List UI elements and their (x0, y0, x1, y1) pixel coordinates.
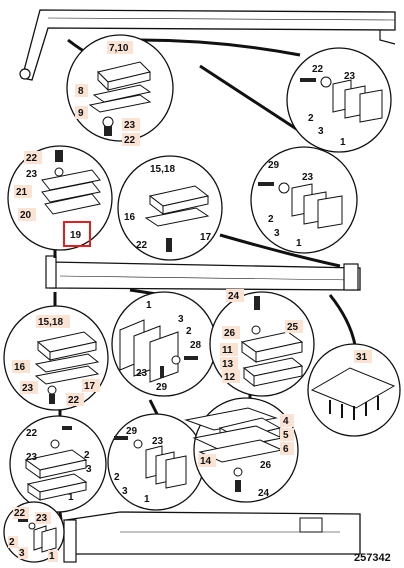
boom-upper-section (19, 9, 396, 81)
callout-3[interactable]: 3 (19, 548, 25, 559)
callout-13[interactable]: 13 (222, 359, 234, 370)
callout-2[interactable]: 2 (186, 326, 192, 337)
callout-25[interactable]: 25 (287, 322, 299, 333)
callout-23[interactable]: 23 (36, 513, 48, 524)
callout-12[interactable]: 12 (224, 372, 236, 383)
callout-23[interactable]: 23 (302, 172, 314, 183)
callout-15-18[interactable]: 15,18 (38, 317, 63, 328)
callout-2[interactable]: 2 (9, 537, 15, 548)
callout-6[interactable]: 6 (283, 444, 289, 455)
callout-24[interactable]: 24 (258, 488, 270, 499)
callout-3[interactable]: 3 (122, 486, 128, 497)
detail-circle-11: 29 23 2 3 1 (107, 413, 205, 511)
callout-26[interactable]: 26 (260, 460, 272, 471)
detail-circle-5: 29 23 2 3 1 (250, 146, 358, 254)
callout-16[interactable]: 16 (14, 362, 26, 373)
callout-7-10[interactable]: 7,10 (109, 43, 129, 54)
callout-2[interactable]: 2 (308, 113, 314, 124)
callout-19-selected[interactable]: 19 (70, 230, 82, 241)
callout-22[interactable]: 22 (26, 153, 38, 164)
callout-20[interactable]: 20 (20, 210, 32, 221)
selected-callout-box (63, 221, 91, 247)
callout-1[interactable]: 1 (144, 494, 150, 505)
callout-29[interactable]: 29 (126, 426, 138, 437)
detail-circle-1: 7,10 8 9 23 22 (66, 34, 174, 146)
callout-26[interactable]: 26 (224, 328, 236, 339)
callout-22[interactable]: 22 (68, 395, 80, 406)
callout-22[interactable]: 22 (26, 428, 38, 439)
callout-23[interactable]: 23 (26, 452, 38, 463)
callout-17[interactable]: 17 (84, 381, 96, 392)
callout-22[interactable]: 22 (136, 240, 148, 251)
callout-2[interactable]: 2 (268, 214, 274, 225)
callout-1[interactable]: 1 (296, 238, 302, 249)
callout-3[interactable]: 3 (178, 314, 184, 325)
callout-23[interactable]: 23 (152, 436, 164, 447)
callout-1[interactable]: 1 (146, 300, 152, 311)
callout-23[interactable]: 23 (344, 71, 356, 82)
callout-1[interactable]: 1 (49, 551, 55, 562)
callout-29[interactable]: 29 (156, 382, 168, 393)
callout-15-18[interactable]: 15,18 (150, 164, 175, 175)
callout-9[interactable]: 9 (78, 108, 84, 119)
callout-22[interactable]: 22 (124, 135, 136, 146)
detail-circle-6: 15,18 16 17 23 22 (3, 305, 109, 411)
boom-lower-section (63, 511, 361, 563)
detail-circle-2: 22 23 2 3 1 (286, 47, 392, 153)
callout-23[interactable]: 23 (136, 368, 148, 379)
callout-22[interactable]: 22 (14, 508, 26, 519)
detail-circle-10: 22 23 2 3 1 (9, 415, 107, 513)
callout-22[interactable]: 22 (312, 64, 324, 75)
detail-circle-8: 24 25 26 11 13 12 (209, 289, 315, 397)
boom-middle-section (45, 255, 361, 291)
callout-3[interactable]: 3 (86, 464, 92, 475)
callout-4[interactable]: 4 (283, 416, 289, 427)
detail-circle-4: 15,18 16 17 22 (117, 155, 223, 261)
callout-11[interactable]: 11 (222, 345, 233, 356)
callout-23[interactable]: 23 (26, 169, 38, 180)
callout-23[interactable]: 23 (124, 120, 136, 131)
callout-8[interactable]: 8 (78, 86, 84, 97)
callout-16[interactable]: 16 (124, 212, 136, 223)
callout-17[interactable]: 17 (200, 232, 212, 243)
callout-3[interactable]: 3 (318, 126, 324, 137)
callout-21[interactable]: 21 (16, 187, 28, 198)
callout-1[interactable]: 1 (68, 492, 74, 503)
figure-code: 257342 (354, 552, 391, 564)
callout-5[interactable]: 5 (283, 430, 289, 441)
callout-28[interactable]: 28 (190, 340, 202, 351)
callout-2[interactable]: 2 (114, 472, 120, 483)
detail-circle-13: 22 23 2 3 1 (3, 501, 65, 563)
callout-29[interactable]: 29 (268, 160, 280, 171)
callout-1[interactable]: 1 (340, 137, 346, 148)
detail-circle-9: 31 (307, 343, 401, 437)
callout-24[interactable]: 24 (228, 291, 240, 302)
callout-3[interactable]: 3 (274, 228, 280, 239)
callout-2[interactable]: 2 (84, 450, 90, 461)
detail-circle-3: 22 23 21 20 19 (7, 145, 113, 251)
detail-circle-12: 4 5 6 14 26 24 (184, 397, 299, 503)
callout-14[interactable]: 14 (200, 456, 212, 467)
detail-circle-7: 1 3 2 28 23 29 (111, 291, 217, 397)
callout-23[interactable]: 23 (22, 383, 34, 394)
callout-31[interactable]: 31 (356, 352, 368, 363)
